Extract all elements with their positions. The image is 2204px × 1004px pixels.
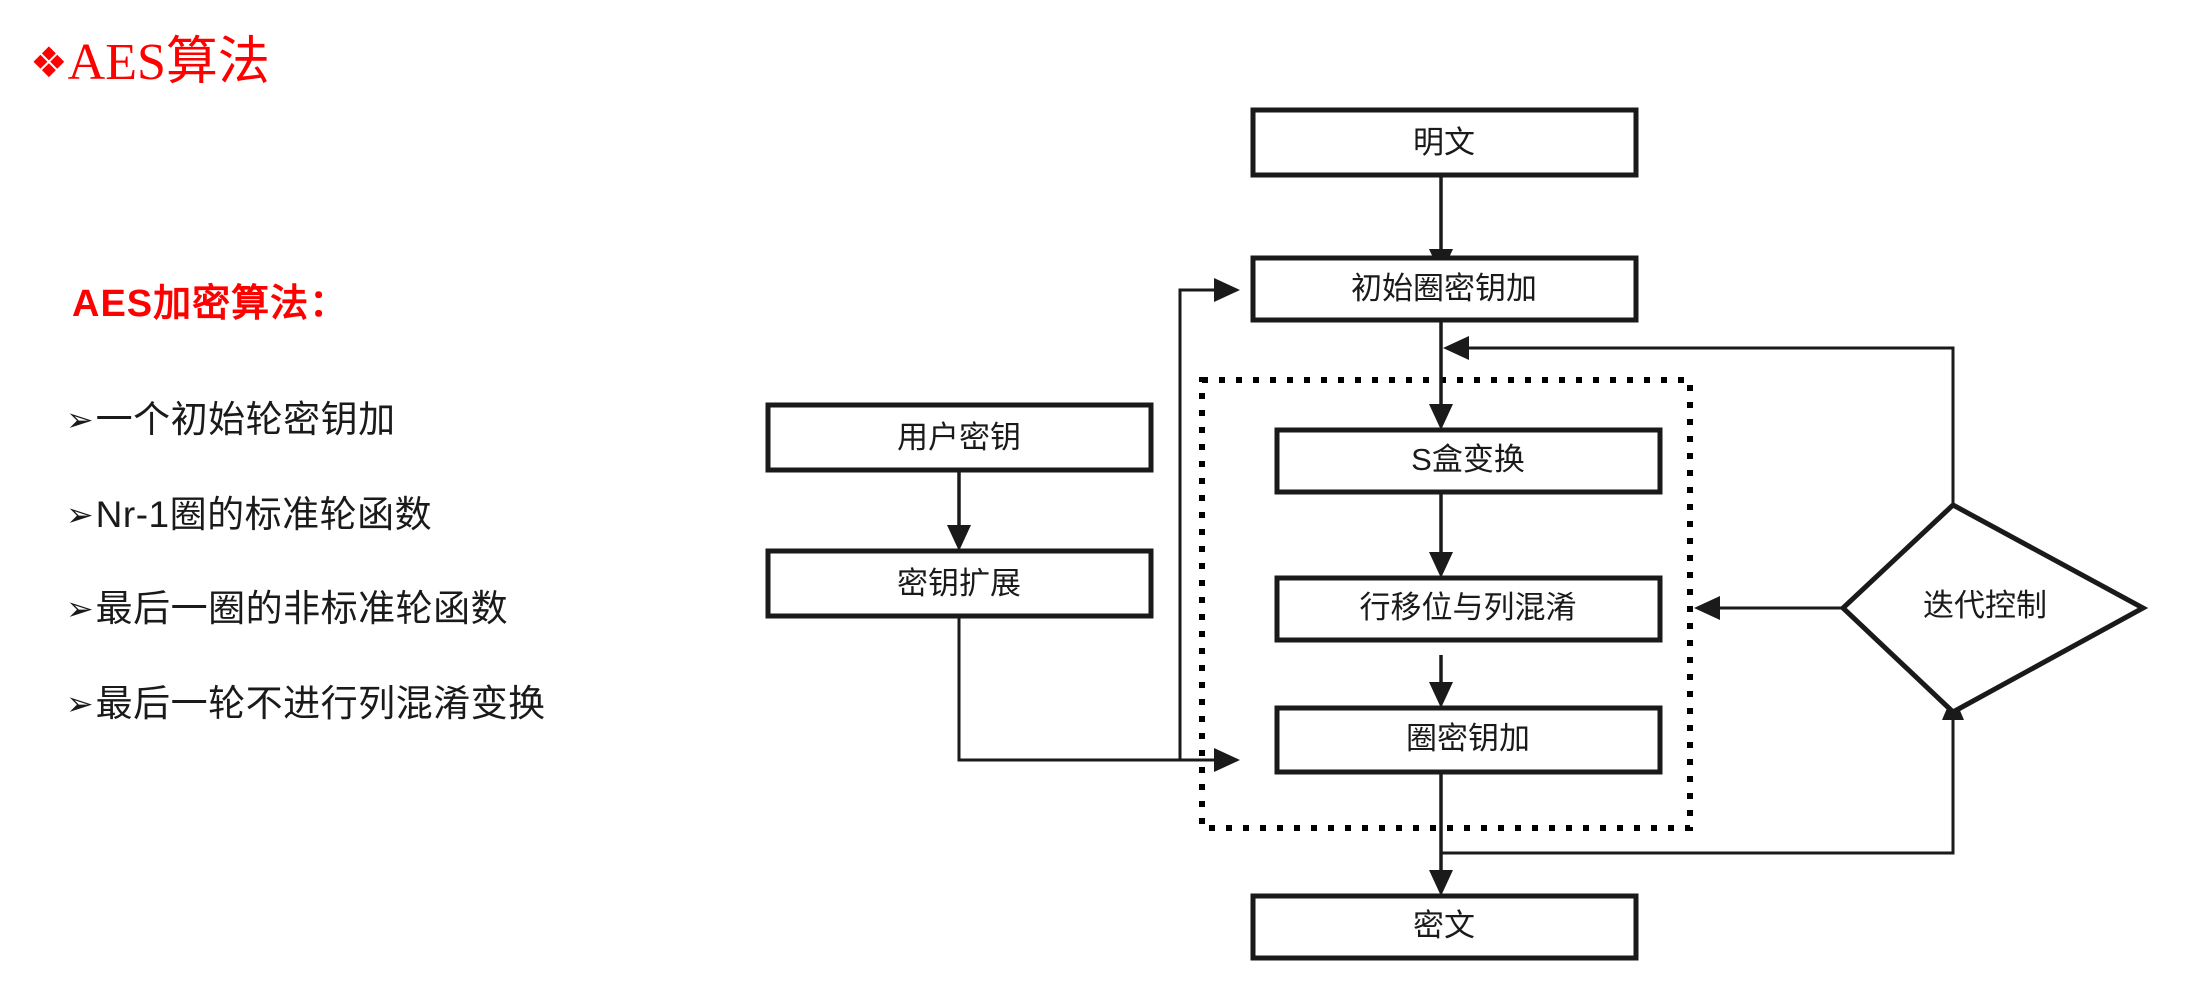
- edge-roundkey-to-iteration-control: [1441, 712, 1955, 855]
- node-key-expansion: 密钥扩展: [765, 548, 1154, 619]
- node-round-key-add: 圈密钥加: [1274, 705, 1663, 775]
- section-heading: AES加密算法：: [72, 283, 349, 325]
- arrow-bullet-icon: ➢: [66, 589, 94, 629]
- node-ciphertext-label: 密文: [1413, 908, 1475, 943]
- node-shift-rows-mix-columns: 行移位与列混淆: [1274, 575, 1663, 643]
- node-round-key-add-label: 圈密钥加: [1406, 721, 1530, 756]
- arrowhead-userkey-to-keyexpansion: [947, 525, 971, 551]
- node-user-key-label: 用户密钥: [897, 420, 1021, 455]
- node-sbox-transform-label: S盒变换: [1411, 442, 1525, 477]
- edge-keyexpansion-to-initial-roundkey: [1178, 288, 1222, 760]
- page-title-text: AES算法: [67, 34, 270, 91]
- list-item: ➢ Nr-1圈的标准轮函数: [66, 493, 746, 536]
- arrow-bullet-icon: ➢: [66, 684, 94, 724]
- list-item: ➢ 最后一轮不进行列混淆变换: [66, 683, 746, 725]
- node-initial-round-key-add: 初始圈密钥加: [1250, 255, 1639, 323]
- edge-keyexpansion-to-roundkey: [957, 615, 1222, 762]
- list-item-label: 一个初始轮密钥加: [95, 399, 396, 440]
- arrowhead-iteration-control-to-shiftrows: [1694, 596, 1720, 620]
- node-iteration-control: 迭代控制: [1839, 501, 2149, 716]
- arrowhead-sbox-to-shiftrows: [1429, 552, 1453, 578]
- arrowhead-shiftrows-to-roundkey: [1429, 682, 1453, 708]
- node-key-expansion-label: 密钥扩展: [897, 566, 1021, 601]
- arrowhead-initial-roundkey-to-sbox: [1429, 404, 1453, 430]
- node-iteration-control-label: 迭代控制: [1923, 588, 2047, 623]
- diamond-bullet-icon: ❖: [30, 38, 68, 87]
- node-sbox-transform: S盒变换: [1274, 427, 1663, 495]
- arrowhead-keyexpansion-to-initial-roundkey: [1214, 278, 1240, 302]
- left-text-column: ❖AES算法 AES加密算法： ➢ 一个初始轮密钥加 ➢ Nr-1圈的标准轮函数…: [0, 0, 760, 1004]
- list-item: ➢ 最后一圈的非标准轮函数: [66, 589, 746, 630]
- list-item-label: 最后一圈的非标准轮函数: [95, 588, 509, 630]
- list-item: ➢ 一个初始轮密钥加: [66, 399, 746, 441]
- node-ciphertext: 密文: [1250, 893, 1639, 961]
- round-function-region: [1199, 377, 1693, 831]
- list-item-label: 最后一轮不进行列混淆变换: [95, 683, 546, 725]
- node-user-key: 用户密钥: [765, 402, 1154, 473]
- bullet-list: ➢ 一个初始轮密钥加 ➢ Nr-1圈的标准轮函数 ➢ 最后一圈的非标准轮函数 ➢…: [66, 399, 746, 779]
- page-title: ❖AES算法: [30, 34, 270, 91]
- node-initial-round-key-add-label: 初始圈密钥加: [1351, 271, 1537, 306]
- list-item-label: Nr-1圈的标准轮函数: [95, 493, 433, 535]
- arrow-bullet-icon: ➢: [66, 400, 94, 439]
- node-plaintext-label: 明文: [1413, 125, 1475, 160]
- arrowhead-keyexpansion-to-roundkey: [1214, 748, 1240, 772]
- arrowhead-roundkey-to-ciphertext: [1429, 870, 1453, 896]
- edge-iteration-control-to-initial-roundkey: [1461, 346, 1955, 505]
- arrowhead-iteration-control-to-initial-roundkey: [1443, 336, 1469, 360]
- node-plaintext: 明文: [1250, 107, 1639, 178]
- arrow-bullet-icon: ➢: [66, 494, 94, 534]
- node-shift-rows-mix-columns-label: 行移位与列混淆: [1360, 590, 1577, 625]
